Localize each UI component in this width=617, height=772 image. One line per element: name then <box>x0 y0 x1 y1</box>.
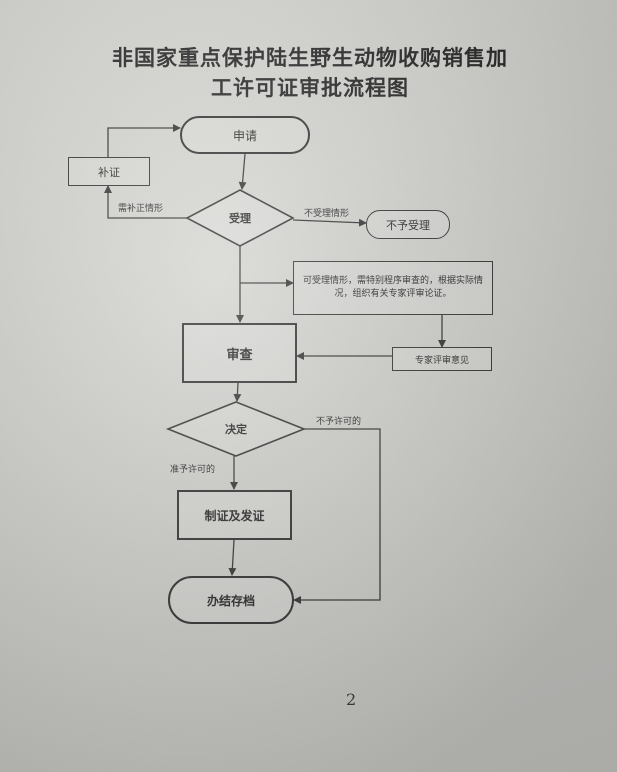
flowchart-title-line-2: 工许可证审批流程图 <box>211 75 409 100</box>
node-review: 审查 <box>182 323 297 383</box>
arrow-supplement-apply <box>107 124 181 157</box>
node-expert-opinion: 专家评审意见 <box>392 347 492 371</box>
edge-label-not-permitted: 不予许可的 <box>316 417 362 427</box>
node-apply: 申请 <box>180 116 310 154</box>
node-reject: 不予受理 <box>366 210 450 239</box>
node-review-note: 可受理情形，需特别程序审查的，根据实际情况，组织有关专家评审论证。 <box>293 261 493 315</box>
arrow-accept-supplement <box>104 185 187 219</box>
flowchart-title-line-1: 非国家重点保护陆生野生动物收购销售加 <box>112 45 508 70</box>
arrow-apply-accept <box>238 153 247 190</box>
edge-label-permitted: 准予许可的 <box>170 465 216 475</box>
arrow-accept-reject <box>292 218 367 227</box>
node-decide-label: 决定 <box>225 423 247 436</box>
node-supplement: 补证 <box>68 157 150 186</box>
arrow-notpermit-archive <box>293 428 381 604</box>
node-accept-label: 受理 <box>229 212 251 225</box>
node-archive: 办结存档 <box>168 576 294 624</box>
node-issue-certificate: 制证及发证 <box>177 490 292 540</box>
arrow-review-decide <box>233 382 242 402</box>
edge-label-need-supplement: 需补正情形 <box>118 204 164 214</box>
arrow-issue-archive <box>228 539 237 576</box>
decide-diamond <box>165 401 307 457</box>
edge-label-not-accepted: 不受理情形 <box>304 209 350 219</box>
page-number: 2 <box>346 690 357 709</box>
